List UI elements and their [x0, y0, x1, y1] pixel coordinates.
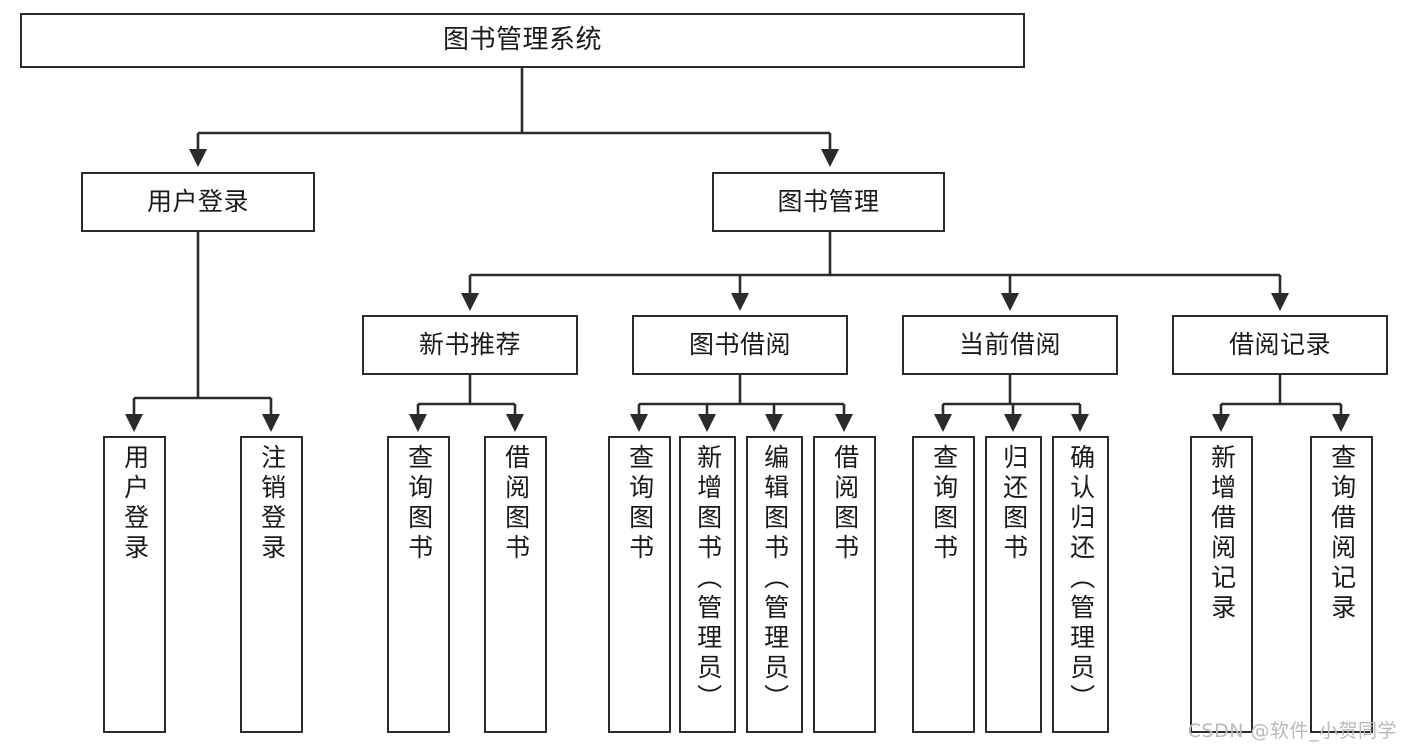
node-label: 注销登录: [257, 444, 287, 564]
leaf-return-book[interactable]: 归还图书: [985, 436, 1042, 733]
leaf-add-record[interactable]: 新增借阅记录: [1190, 436, 1253, 733]
leaf-query-record[interactable]: 查询借阅记录: [1310, 436, 1373, 733]
node-label: 用户登录: [146, 186, 249, 216]
node-borrow-record[interactable]: 借阅记录: [1172, 315, 1388, 375]
leaf-borrow-book-2[interactable]: 借阅图书: [813, 436, 876, 733]
node-label: 查询图书: [929, 444, 959, 564]
leaf-confirm-return[interactable]: 确认归还（管理员）: [1052, 436, 1109, 733]
node-book-manage[interactable]: 图书管理: [712, 172, 945, 232]
leaf-query-book-1[interactable]: 查询图书: [387, 436, 450, 733]
node-current-borrow[interactable]: 当前借阅: [902, 315, 1118, 375]
node-new-book-recommend[interactable]: 新书推荐: [362, 315, 578, 375]
node-root-system[interactable]: 图书管理系统: [20, 13, 1025, 68]
leaf-user-login[interactable]: 用户登录: [103, 436, 166, 733]
watermark-text: CSDN @软件_小贺同学: [1187, 720, 1397, 742]
node-label: 借阅图书: [501, 444, 531, 564]
node-label: 归还图书: [999, 444, 1029, 564]
leaf-logout-login[interactable]: 注销登录: [240, 436, 303, 733]
node-label: 查询借阅记录: [1327, 444, 1357, 624]
node-label: 用户登录: [120, 444, 150, 564]
node-label: 查询图书: [404, 444, 434, 564]
node-label: 图书借阅: [688, 329, 791, 359]
leaf-query-book-3[interactable]: 查询图书: [912, 436, 975, 733]
node-label: 图书管理: [777, 186, 880, 216]
node-label: 确认归还（管理员）: [1066, 444, 1096, 714]
node-label: 查询图书: [625, 444, 655, 564]
leaf-add-book[interactable]: 新增图书（管理员）: [679, 436, 736, 733]
node-label: 新书推荐: [418, 329, 521, 359]
node-label: 图书管理系统: [442, 24, 602, 55]
node-label: 借阅图书: [830, 444, 860, 564]
node-label: 借阅记录: [1228, 329, 1331, 359]
node-label: 编辑图书（管理员）: [760, 444, 790, 714]
leaf-borrow-book-1[interactable]: 借阅图书: [484, 436, 547, 733]
node-user-login[interactable]: 用户登录: [81, 172, 315, 232]
node-label: 当前借阅: [958, 329, 1061, 359]
leaf-edit-book[interactable]: 编辑图书（管理员）: [746, 436, 803, 733]
node-book-borrow[interactable]: 图书借阅: [632, 315, 848, 375]
node-label: 新增借阅记录: [1207, 444, 1237, 624]
node-label: 新增图书（管理员）: [693, 444, 723, 714]
leaf-query-book-2[interactable]: 查询图书: [608, 436, 671, 733]
